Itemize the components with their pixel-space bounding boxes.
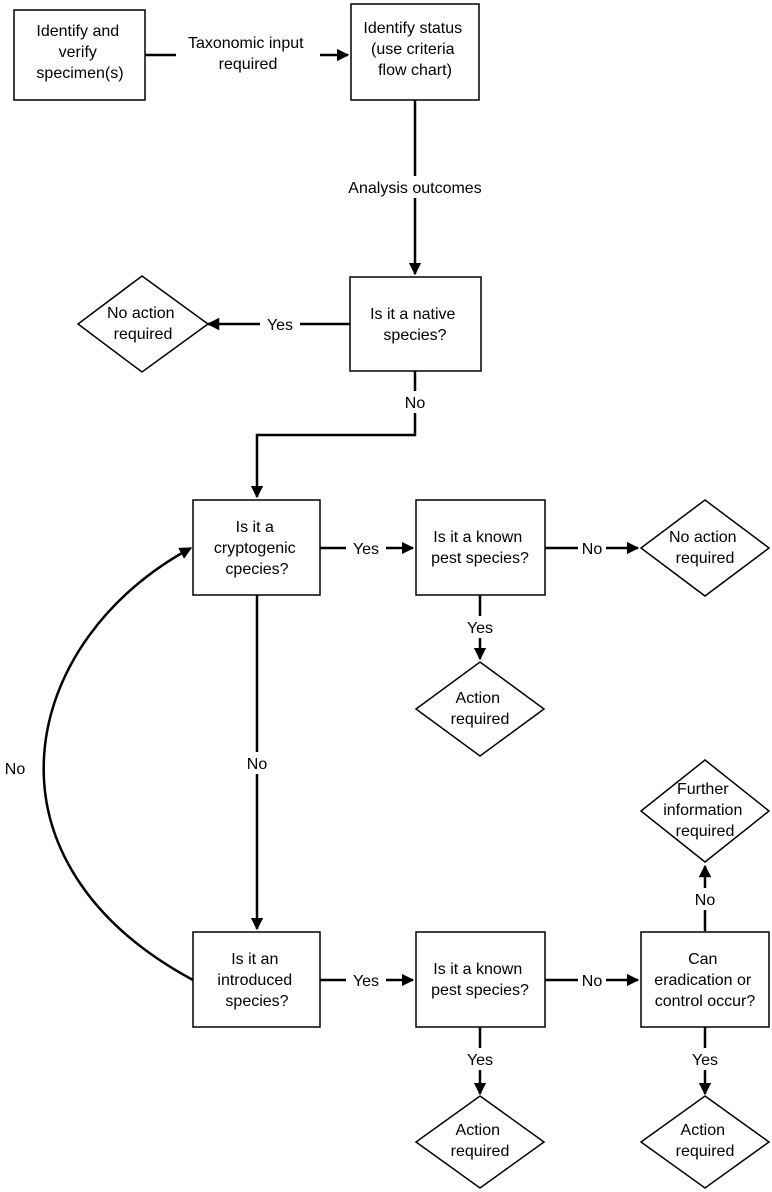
- box-introduced: [192, 931, 321, 1028]
- diamond-further-info: [639, 759, 771, 863]
- edge-native-no: [250, 371, 417, 499]
- diamond-no-action-1-label: No action required: [107, 305, 179, 343]
- edge-label-pest1-yes: Yes: [467, 620, 493, 637]
- box-eradication: [640, 931, 770, 1028]
- edge-label-intro-yes: Yes: [353, 973, 379, 990]
- box-cryptogenic-label: Is it a cryptogenic cpecies?: [214, 519, 300, 578]
- diamond-action-1: [414, 661, 546, 757]
- box-introduced-label: Is it an introduced species?: [217, 951, 296, 1010]
- edge-label-taxonomic: Taxonomic input required: [188, 35, 308, 73]
- box-known-pest-2: [415, 931, 546, 1028]
- box-native-species-label: Is it a native species?: [370, 306, 460, 344]
- box-known-pest-1: [415, 499, 546, 596]
- box-native-species: [349, 276, 482, 372]
- diamond-action-3-label: Action required: [676, 1122, 735, 1160]
- diamond-no-action-1: [76, 275, 210, 373]
- diamond-action-2: [414, 1095, 546, 1189]
- edge-label-native-no: No: [405, 395, 426, 412]
- diamond-action-2-label: Action required: [451, 1122, 510, 1160]
- edge-label-pest2-no: No: [582, 973, 603, 990]
- box-identify-verify: [13, 9, 146, 101]
- box-known-pest-1-label: Is it a known pest species?: [431, 529, 529, 567]
- box-cryptogenic: [192, 499, 321, 596]
- edge-label-crypt-no: No: [247, 756, 268, 773]
- diamond-action-3: [639, 1095, 771, 1189]
- edge-labels: Taxonomic input required Analysis outcom…: [0, 31, 725, 1070]
- box-identify-status-label: Identify status (use criteria flow chart…: [363, 20, 466, 79]
- edge-label-erad-yes: Yes: [692, 1052, 718, 1069]
- diamond-action-1-label: Action required: [451, 690, 510, 728]
- box-known-pest-2-label: Is it a known pest species?: [431, 961, 529, 999]
- edge-label-analysis: Analysis outcomes: [348, 180, 481, 197]
- diamond-no-action-2: [639, 499, 771, 597]
- nodes: Identify and verify specimen(s) Identify…: [13, 3, 771, 1189]
- edge-label-pest1-no: No: [582, 541, 603, 558]
- edge-label-native-yes: Yes: [267, 317, 293, 334]
- edge-label-pest2-yes: Yes: [467, 1052, 493, 1069]
- edge-intro-no: [42, 546, 194, 982]
- edge-label-intro-no: No: [5, 761, 26, 778]
- edges: [42, 48, 712, 1096]
- edge-label-erad-no: No: [695, 892, 716, 909]
- diamond-no-action-2-label: No action required: [669, 529, 741, 567]
- box-eradication-label: Can eradication or control occur?: [654, 951, 755, 1010]
- edge-label-crypt-yes: Yes: [353, 541, 379, 558]
- box-identify-status: [350, 3, 480, 101]
- diamond-further-info-label: Further information required: [663, 781, 747, 840]
- box-identify-verify-label: Identify and verify specimen(s): [36, 23, 123, 82]
